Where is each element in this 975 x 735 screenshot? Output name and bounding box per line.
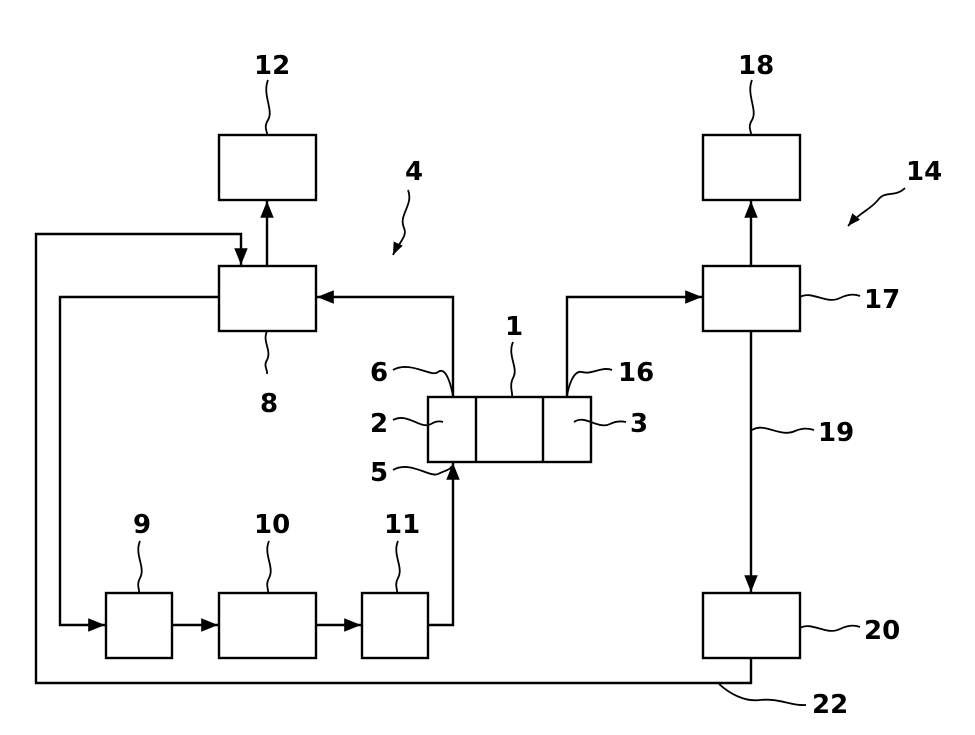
- leader-9: [138, 541, 142, 593]
- block-12: [219, 135, 316, 200]
- label-19: 19: [818, 418, 854, 448]
- label-18: 18: [738, 51, 774, 81]
- central-unit-1: [428, 397, 591, 462]
- label-20: 20: [864, 616, 900, 646]
- label-22: 22: [812, 690, 848, 720]
- label-1: 1: [505, 312, 523, 342]
- label-8: 8: [260, 389, 278, 419]
- block-10: [219, 593, 316, 658]
- block-11: [362, 593, 428, 658]
- block-9: [106, 593, 172, 658]
- block-8: [219, 266, 316, 331]
- leader-arrow-14: [848, 188, 905, 226]
- leader-16: [567, 369, 612, 396]
- label-14: 14: [906, 157, 942, 187]
- leader-19: [752, 428, 814, 433]
- leader-arrow-4: [393, 190, 409, 255]
- leader-22: [719, 684, 806, 705]
- label-5: 5: [370, 458, 388, 488]
- leader-17: [800, 295, 860, 300]
- label-10: 10: [254, 510, 290, 540]
- leader-18: [750, 80, 754, 135]
- label-6: 6: [370, 358, 388, 388]
- leader-5: [393, 466, 452, 475]
- label-3: 3: [630, 409, 648, 439]
- leader-12: [266, 80, 270, 135]
- leader-20: [800, 626, 860, 631]
- label-12: 12: [254, 51, 290, 81]
- label-4: 4: [405, 157, 423, 187]
- arrow-11-to-1: [428, 463, 453, 625]
- label-2: 2: [370, 409, 388, 439]
- leader-1: [511, 342, 515, 397]
- arrow-8-to-9: [60, 297, 219, 625]
- label-16: 16: [618, 358, 654, 388]
- block-20: [703, 593, 800, 658]
- label-17: 17: [864, 285, 900, 315]
- central-unit-frame: [428, 397, 591, 462]
- leader-11: [396, 541, 400, 593]
- label-11: 11: [384, 510, 420, 540]
- leader-6: [393, 367, 453, 396]
- block-18: [703, 135, 800, 200]
- label-9: 9: [133, 510, 151, 540]
- block-17: [703, 266, 800, 331]
- leader-10: [267, 541, 271, 593]
- leader-8: [265, 331, 268, 374]
